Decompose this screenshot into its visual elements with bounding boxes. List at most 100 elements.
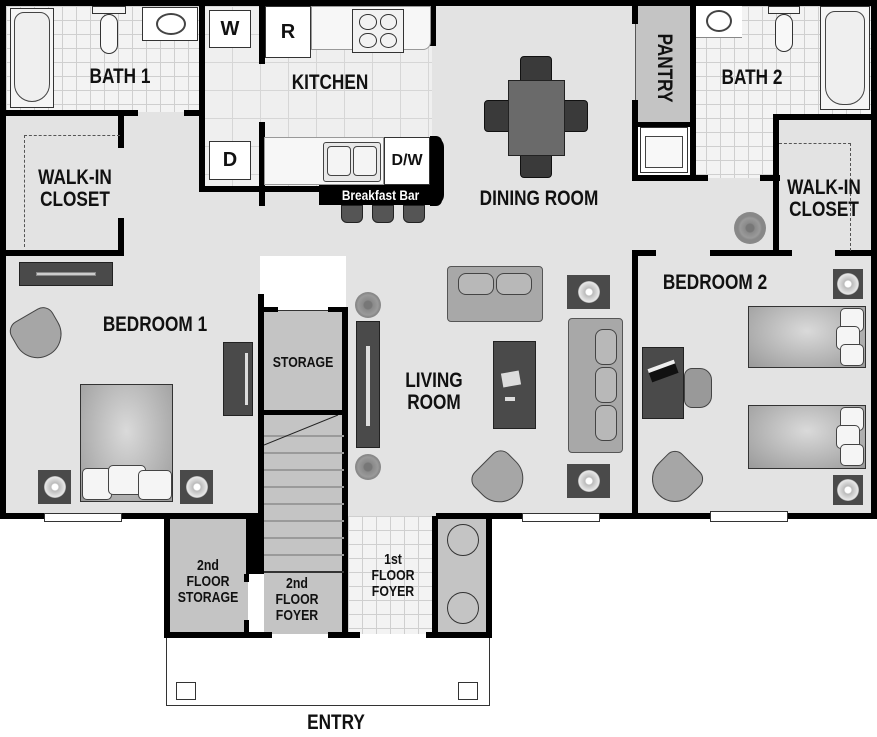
wall-f2storage-top [164, 515, 264, 519]
wall-walkin-left-r1 [118, 112, 124, 148]
pillow-b2-6-icon [840, 444, 864, 466]
plant-living-top-icon [355, 292, 381, 318]
room-label-walkin-right: WALK-IN CLOSET [787, 176, 861, 222]
lamp-icon [577, 281, 600, 303]
wall-f1-bottom-r [426, 632, 492, 638]
pantry-floor [636, 6, 692, 124]
room-label-bath2: BATH 2 [721, 66, 783, 89]
dryer: D [209, 141, 251, 180]
toilet-1-icon [92, 6, 126, 56]
pantry-door-line [635, 24, 636, 100]
wall-f2storage-right-b [244, 620, 249, 636]
wall-f2storage-left [164, 518, 170, 636]
plant-living-bottom-icon [355, 454, 381, 480]
lamp-icon [185, 476, 208, 498]
breakfast-bar-label: Breakfast Bar [342, 187, 420, 203]
wall-left [0, 0, 6, 518]
dishwasher: D/W [384, 137, 430, 185]
wall-top [0, 0, 877, 6]
dishwasher-label: D/W [391, 152, 423, 169]
room-label-floor2-storage: 2nd FLOOR STORAGE [177, 557, 239, 606]
wall-stair-core [246, 518, 264, 574]
wall-pantry-left-top [632, 6, 638, 24]
loveseat [447, 266, 543, 322]
wall-bath1-bottom-r [184, 110, 204, 116]
toilet-2-icon [768, 6, 800, 54]
stair-break-line [264, 415, 339, 446]
wall-bedroom2-top-b [710, 250, 792, 256]
room-label-dining: DINING ROOM [479, 187, 599, 210]
wall-closet-entry-left [432, 516, 438, 636]
hall-floor [120, 112, 204, 257]
refrigerator-label: R [280, 20, 296, 43]
wall-f1-bottom-l [328, 632, 360, 638]
room-label-living: LIVING ROOM [405, 369, 463, 415]
coat-circle-top-icon [447, 524, 479, 556]
lamp-icon [43, 476, 66, 498]
stove-icon [352, 9, 404, 53]
plant-hall-icon [734, 212, 766, 244]
wall-bath1-right [199, 6, 205, 192]
washer: W [209, 10, 251, 48]
wall-kitchen-divider-bot [259, 122, 265, 206]
wall-bottom-left [0, 513, 262, 519]
tv-console-living [356, 321, 380, 448]
lamp-icon [577, 470, 600, 492]
wall-walkin-right-top [773, 114, 877, 120]
wall-pantry-bottom [632, 122, 692, 127]
nightstand-left [38, 470, 71, 504]
window-bedroom2 [710, 511, 788, 522]
pillow-b2-3-icon [840, 344, 864, 366]
room-label-bedroom1: BEDROOM 1 [102, 313, 208, 336]
wall-pantry-left [632, 100, 638, 180]
wall-bedroom2-top-a [632, 250, 656, 256]
dining-chair-left-icon [484, 100, 512, 132]
bathtub-1 [10, 8, 54, 108]
room-label-kitchen: KITCHEN [291, 71, 369, 94]
porch-post-left [176, 682, 196, 700]
storage-floor [264, 310, 342, 410]
wall-bath2-left [690, 6, 696, 180]
wall-bottom-right [436, 513, 877, 519]
floor1-foyer-floor [348, 516, 434, 634]
pillow-3-icon [138, 470, 172, 500]
tv-stand-bedroom1 [223, 342, 253, 416]
room-label-storage: STORAGE [272, 354, 334, 371]
dryer-label: D [222, 149, 238, 171]
walkin-right-floor [776, 118, 872, 256]
desk-chair-icon [684, 368, 712, 408]
room-label-bath1: BATH 1 [89, 65, 151, 88]
refrigerator: R [265, 6, 311, 58]
wall-bedroom2-left [632, 250, 638, 518]
nightstand-b2-bottom [833, 475, 863, 505]
room-label-pantry: PANTRY [653, 33, 677, 103]
end-table-bottom [567, 464, 610, 498]
bar-stool-2-icon [372, 205, 394, 223]
wall-storage-top-r [328, 307, 348, 312]
bar-stool-1-icon [341, 205, 363, 223]
wall-closet-entry-right [486, 516, 492, 636]
wall-storage-right [342, 307, 348, 637]
wall-f2-bottom [164, 632, 272, 638]
window-bedroom1 [44, 513, 122, 522]
bathtub-2 [820, 6, 870, 110]
wall-pantry-closet-bottom [632, 175, 708, 181]
water-heater-icon [640, 127, 688, 173]
wall-storage-bottom [262, 410, 346, 415]
room-label-entry: ENTRY [307, 711, 365, 734]
nightstand-right [180, 470, 213, 504]
closet-rod-right [779, 143, 851, 251]
breakfast-bar-base: Breakfast Bar [319, 185, 443, 205]
pillow-1-icon [82, 468, 112, 500]
wall-f2storage-right-a [244, 574, 249, 582]
tub-basin-2-icon [825, 11, 865, 105]
wall-bath1-bottom [0, 110, 138, 116]
washer-label: W [220, 17, 240, 40]
room-label-bedroom2: BEDROOM 2 [662, 271, 768, 294]
entry-porch [166, 636, 490, 706]
nightstand-b2-top [833, 269, 863, 299]
lamp-icon [837, 479, 859, 501]
lamp-icon [837, 273, 859, 295]
dining-chair-top-icon [520, 56, 552, 84]
